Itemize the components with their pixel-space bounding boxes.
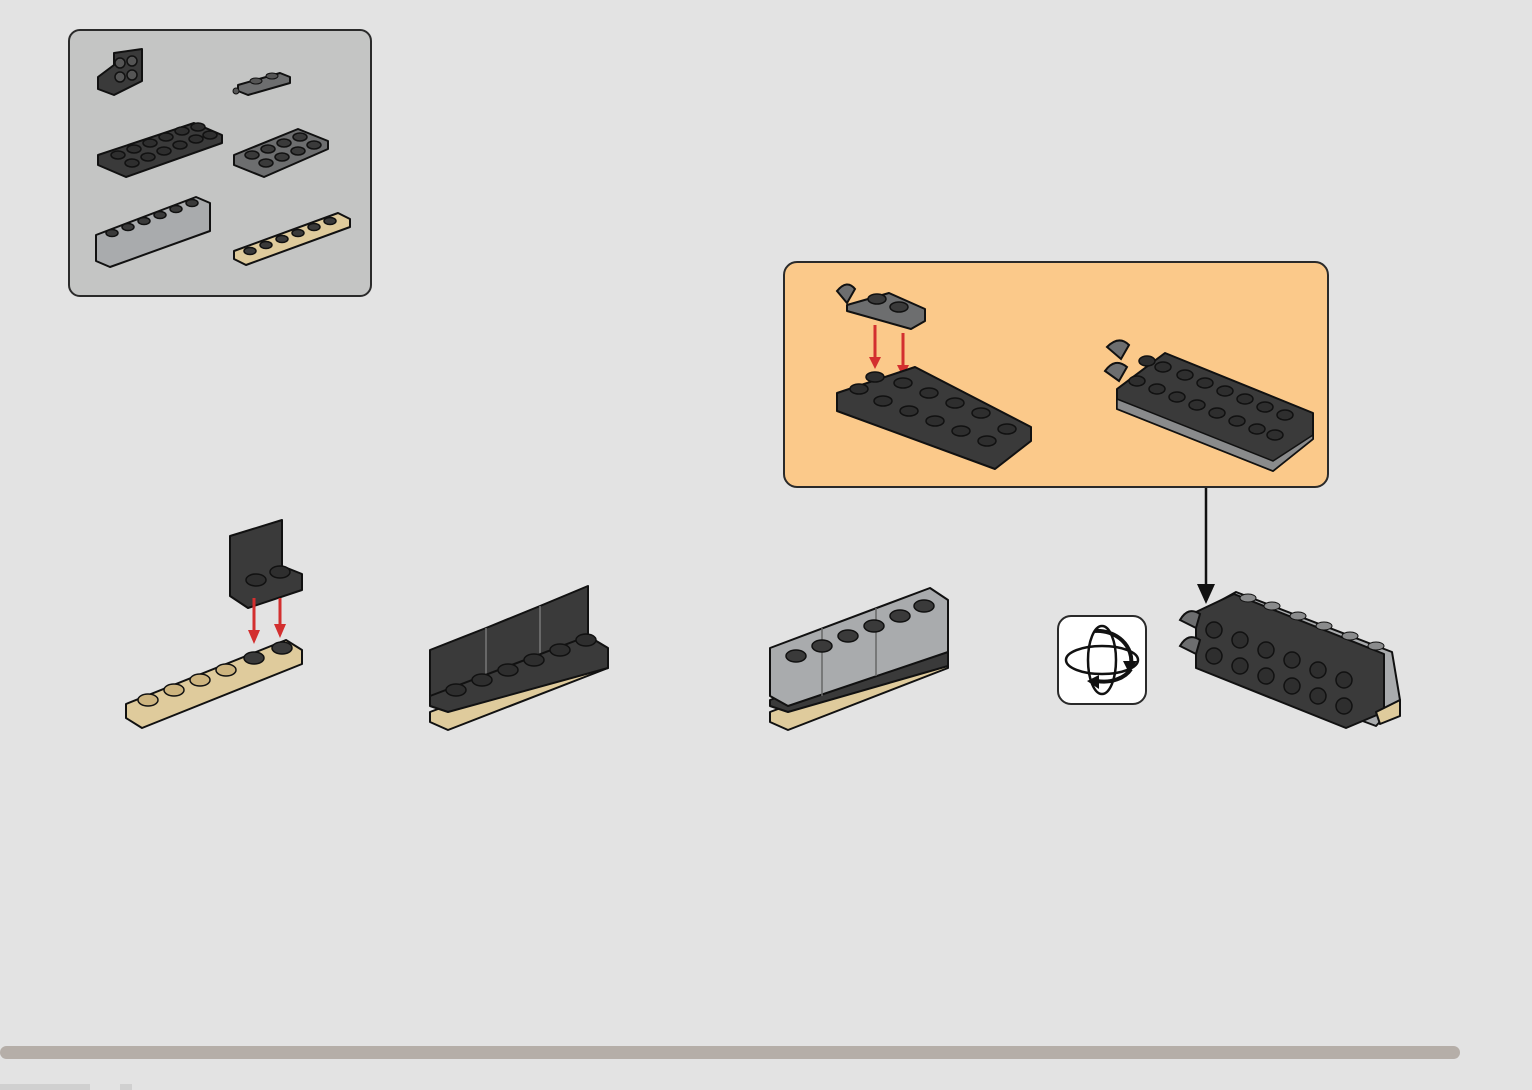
footer-tick [120,1084,132,1090]
rotate-model-icon [1057,615,1147,705]
step-bracket-on-plate [126,520,302,728]
subassembly-attach-arrow [1197,488,1215,604]
page-progress-bar [0,1046,1460,1059]
footer-rule [0,1084,90,1090]
step-three-brackets [430,586,608,730]
step-grey-bricks [770,588,948,730]
step-rotated-assembly [1180,592,1400,728]
